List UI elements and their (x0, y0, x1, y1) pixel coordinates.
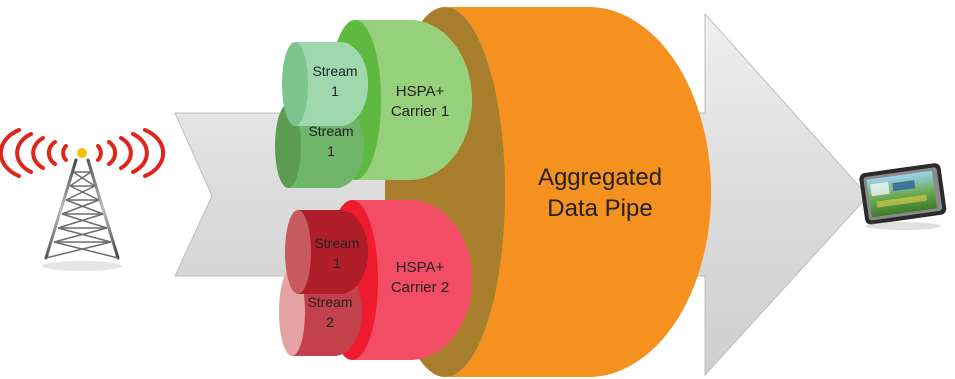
carrier-1-label-line2: Carrier 1 (391, 103, 449, 120)
carrier-2-label-line1: HSPA+ (396, 259, 445, 276)
carrier-1-pipe: HSPA+ Carrier 1 (329, 20, 472, 180)
c2-stream-bottom-label-line1: Stream (307, 294, 352, 310)
carrier-2-stream-top: Stream 1 (285, 210, 368, 294)
aggregated-pipe-label-line1: Aggregated (538, 164, 662, 191)
carrier-2-label-line2: Carrier 2 (391, 279, 449, 296)
c2-stream-top-label-line2: 1 (333, 255, 341, 271)
carrier-1-stream-top: Stream 1 (282, 42, 368, 126)
c1-stream-bottom-label-line2: 1 (327, 143, 335, 159)
c2-stream-top-label-line1: Stream (314, 235, 359, 251)
c1-stream-top-label-line2: 1 (331, 83, 339, 99)
c2-stream-bottom-label-line2: 2 (326, 314, 334, 330)
carrier-1-label-line1: HSPA+ (396, 83, 445, 100)
cell-tower-icon (0, 128, 166, 274)
aggregated-pipe-label-line2: Data Pipe (547, 195, 652, 222)
c1-stream-top-label-line1: Stream (312, 63, 357, 79)
c1-stream-bottom-label-line1: Stream (308, 123, 353, 139)
tablet-device-icon (859, 163, 947, 230)
